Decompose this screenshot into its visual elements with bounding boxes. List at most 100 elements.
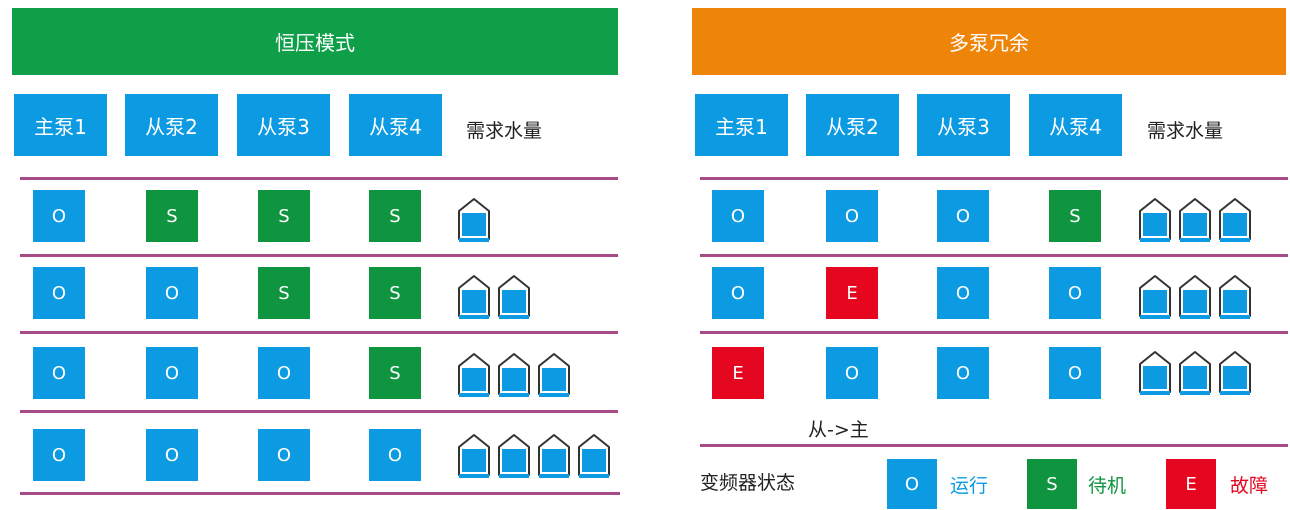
state-cell: O xyxy=(1049,267,1101,319)
water-tank-icon xyxy=(458,198,490,242)
pump-label: 从泵3 xyxy=(937,114,990,139)
state-cell: S xyxy=(258,190,310,242)
state-cell: S xyxy=(1049,190,1101,242)
tank-water xyxy=(542,368,566,391)
row-separator xyxy=(700,444,1288,447)
water-tank-icon xyxy=(1219,275,1251,319)
row-separator xyxy=(20,492,620,495)
state-cell: S xyxy=(146,190,198,242)
tank-water xyxy=(462,213,486,236)
state-cell: O xyxy=(146,347,198,399)
pump-label: 从泵4 xyxy=(1049,114,1102,139)
state-cell: O xyxy=(258,429,310,481)
tank-base xyxy=(1220,391,1250,395)
demand-label: 需求水量 xyxy=(466,120,543,142)
panel-header-multi-pump-redundancy: 多泵冗余 xyxy=(692,8,1286,75)
water-tank-icon xyxy=(1179,198,1211,242)
pump-label: 主泵1 xyxy=(715,114,768,139)
water-tank-icon xyxy=(458,275,490,319)
water-tank-icon xyxy=(458,353,490,397)
state-cell: S xyxy=(369,267,421,319)
tank-base xyxy=(499,393,529,397)
tank-water xyxy=(1143,290,1167,313)
water-tank-icon xyxy=(458,434,490,478)
tank-water xyxy=(462,290,486,313)
pump-header-slave-3: 从泵3 xyxy=(237,94,330,156)
state-cell: S xyxy=(369,347,421,399)
state-cell: O xyxy=(1049,347,1101,399)
legend-box-standby: S xyxy=(1027,459,1077,509)
tank-water xyxy=(1223,366,1247,389)
state-cell: O xyxy=(826,347,878,399)
state-cell: E xyxy=(826,267,878,319)
tank-base xyxy=(499,474,529,478)
state-cell: E xyxy=(712,347,764,399)
state-cell: O xyxy=(369,429,421,481)
state-cell: O xyxy=(712,267,764,319)
pump-label: 主泵1 xyxy=(34,114,87,139)
water-tank-icon xyxy=(498,434,530,478)
tank-water xyxy=(542,449,566,472)
tank-base xyxy=(579,474,609,478)
state-cell: S xyxy=(369,190,421,242)
tank-base xyxy=(1180,391,1210,395)
tank-water xyxy=(502,290,526,313)
state-cell: O xyxy=(33,267,85,319)
slave-to-master-note: 从->主 xyxy=(808,419,869,441)
row-separator xyxy=(20,410,618,413)
tank-water xyxy=(502,449,526,472)
pump-label: 从泵3 xyxy=(257,114,310,139)
tank-base xyxy=(459,315,489,319)
demand-label: 需求水量 xyxy=(1147,120,1224,142)
tank-water xyxy=(582,449,606,472)
row-separator xyxy=(20,331,618,334)
pump-header-slave-3: 从泵3 xyxy=(917,94,1010,156)
legend-label-standby: 待机 xyxy=(1088,475,1127,497)
tank-water xyxy=(1223,213,1247,236)
tank-base xyxy=(459,474,489,478)
tank-base xyxy=(459,393,489,397)
water-tank-icon xyxy=(1179,351,1211,395)
water-tank-icon xyxy=(498,275,530,319)
pump-header-main-1: 主泵1 xyxy=(14,94,107,156)
water-tank-icon xyxy=(1139,198,1171,242)
panel-header-constant-pressure: 恒压模式 xyxy=(12,8,618,75)
tank-water xyxy=(1183,366,1207,389)
water-tank-icon xyxy=(1139,351,1171,395)
state-cell: O xyxy=(258,347,310,399)
state-cell: O xyxy=(826,190,878,242)
legend-title: 变频器状态 xyxy=(700,472,796,494)
tank-base xyxy=(539,474,569,478)
row-separator xyxy=(700,254,1288,257)
tank-base xyxy=(1140,315,1170,319)
pump-label: 从泵2 xyxy=(826,114,879,139)
legend-box-fault: E xyxy=(1166,459,1216,509)
tank-base xyxy=(1180,238,1210,242)
tank-water xyxy=(1223,290,1247,313)
pump-header-slave-4: 从泵4 xyxy=(1029,94,1122,156)
legend-label-fault: 故障 xyxy=(1230,475,1269,497)
pump-label: 从泵4 xyxy=(369,114,422,139)
state-cell: O xyxy=(146,267,198,319)
tank-base xyxy=(459,238,489,242)
panel-title: 恒压模式 xyxy=(275,31,355,55)
tank-base xyxy=(1140,238,1170,242)
tank-water xyxy=(1183,290,1207,313)
pump-label: 从泵2 xyxy=(145,114,198,139)
water-tank-icon xyxy=(538,353,570,397)
pump-header-slave-2: 从泵2 xyxy=(806,94,899,156)
state-cell: O xyxy=(937,267,989,319)
state-cell: O xyxy=(33,347,85,399)
tank-base xyxy=(1140,391,1170,395)
tank-base xyxy=(1220,238,1250,242)
state-cell: O xyxy=(712,190,764,242)
water-tank-icon xyxy=(578,434,610,478)
tank-water xyxy=(1143,366,1167,389)
state-cell: O xyxy=(33,429,85,481)
row-separator xyxy=(700,177,1288,180)
row-separator xyxy=(20,254,618,257)
state-cell: O xyxy=(33,190,85,242)
tank-base xyxy=(1180,315,1210,319)
tank-water xyxy=(462,368,486,391)
panel-title: 多泵冗余 xyxy=(949,31,1029,55)
